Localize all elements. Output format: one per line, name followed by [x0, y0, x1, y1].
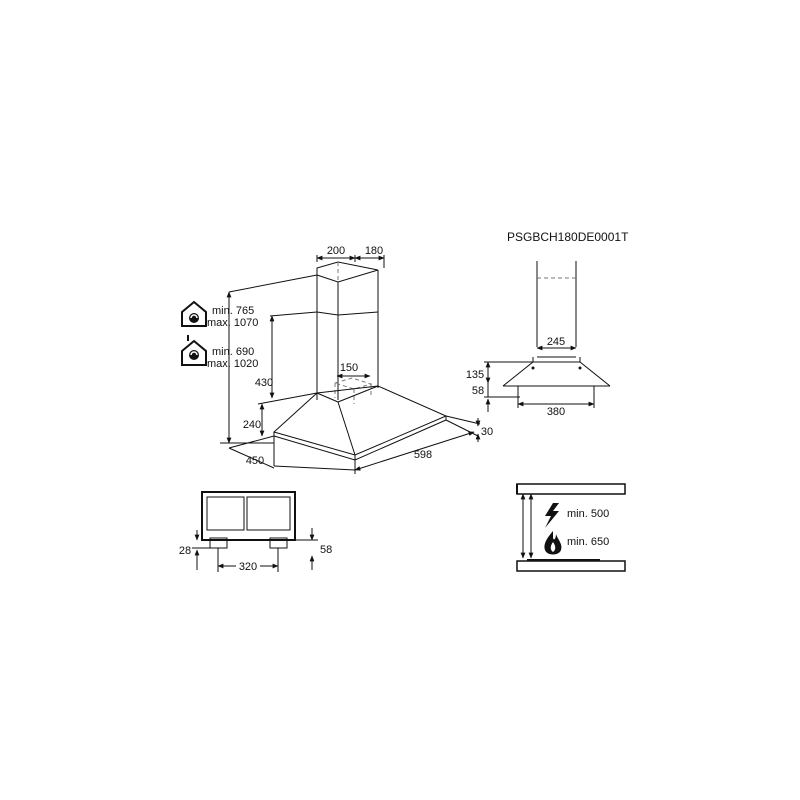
dim-canopy-height: 240: [243, 392, 318, 437]
recirculation-max-label: max. 1020: [207, 358, 258, 370]
dim-chimney-height: 430: [255, 311, 318, 399]
underside-dim-right: 58: [320, 544, 332, 556]
dim-rim-label: 30: [481, 426, 493, 438]
dim-chimney-height-label: 430: [255, 377, 273, 389]
clearance-view: min. 500 min. 650: [516, 483, 626, 572]
dim-depth: 450: [228, 435, 275, 469]
side-dim-height: 135: [466, 369, 484, 381]
underside-dim-left: 28: [179, 545, 191, 557]
extraction-house-icon: [181, 300, 207, 327]
gas-clearance-label: min. 650: [567, 536, 609, 548]
chimney: [316, 261, 379, 400]
recirculation-min-label: min. 690: [212, 346, 254, 358]
side-dim-bottom: 380: [547, 406, 565, 418]
extraction-max-label: max. 1070: [207, 317, 258, 329]
underside-view: 28 58 320: [179, 491, 332, 573]
electric-clearance-label: min. 500: [567, 508, 609, 520]
dim-canopy-height-label: 240: [243, 419, 261, 431]
side-view: PSGBCH180DE0001T 245 135 58 380: [466, 230, 629, 418]
dim-width: 598: [273, 419, 479, 474]
dim-chimney-depth: 180: [365, 245, 383, 257]
dim-width-label: 598: [414, 449, 432, 461]
side-dim-top: 245: [547, 336, 565, 348]
dim-rim: 30: [445, 415, 493, 442]
dim-chimney-top: 200 180: [316, 245, 385, 268]
underside-dim-spacing: 320: [239, 561, 257, 573]
dim-depth-label: 450: [246, 455, 264, 467]
hood-3d-view: 200 180 150 430 240: [181, 245, 493, 474]
flame-icon: [544, 531, 562, 555]
recirculation-house-icon: [181, 335, 207, 366]
side-dim-offset: 58: [472, 385, 484, 397]
lightning-icon: [545, 503, 559, 528]
dim-chimney-bottom-label: 150: [340, 362, 358, 374]
dim-chimney-width: 200: [327, 245, 345, 257]
model-code: PSGBCH180DE0001T: [507, 230, 629, 244]
extraction-min-label: min. 765: [212, 305, 254, 317]
dim-chimney-bottom: 150: [336, 362, 371, 379]
